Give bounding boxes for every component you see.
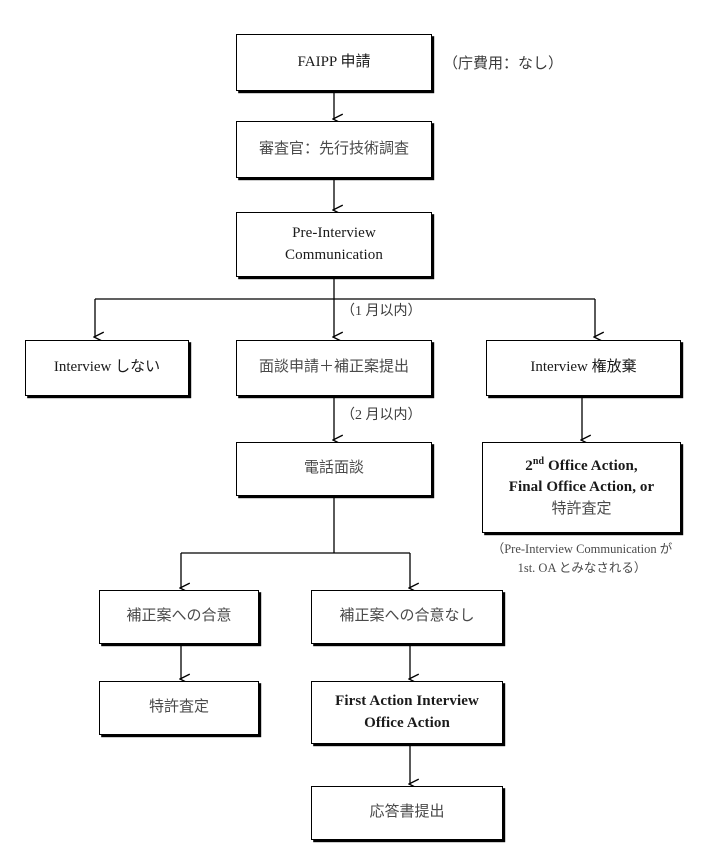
node-examiner-prior-art-search[interactable]: 審査官：先行技術調査 (236, 121, 432, 178)
node-no-interview-line-1: Interview しない (53, 359, 161, 376)
annotation-second-oa-note: （Pre-Interview Communication が 1st. OA と… (470, 540, 694, 578)
annotation-government-fee: （庁費用：なし） (443, 56, 564, 72)
annotation-within-one-month: （1 月以内） (341, 304, 422, 319)
annotation-second-oa-note-line-2: 1st. OA とみなされる） (517, 560, 647, 575)
node-pre-interview-communication[interactable]: Pre-Interview Communication (236, 212, 432, 277)
node-pre-interview-communication-line-2: Communication (285, 246, 383, 263)
node-telephone-interview-line-1: 電話面談 (303, 460, 364, 477)
node-telephone-interview[interactable]: 電話面談 (236, 442, 432, 496)
node-waive-interview-right[interactable]: Interview 権放棄 (486, 340, 681, 396)
node-pre-interview-communication-line-1: Pre-Interview (292, 225, 376, 242)
node-amendment-agreed-line-1: 補正案への合意 (126, 608, 232, 625)
node-waive-interview-right-line-1: Interview 権放棄 (530, 359, 637, 376)
node-examiner-prior-art-search-line-1: 審査官：先行技術調査 (258, 140, 409, 157)
node-first-action-interview-office-action[interactable]: First Action Interview Office Action (311, 681, 503, 744)
node-amendment-not-agreed[interactable]: 補正案への合意なし (311, 590, 503, 644)
node-second-office-action[interactable]: 2nd Office Action, Final Office Action, … (482, 442, 681, 533)
node-first-action-interview-office-action-line-2: Office Action (364, 714, 450, 731)
node-amendment-agreed[interactable]: 補正案への合意 (99, 590, 259, 644)
node-no-interview[interactable]: Interview しない (25, 340, 189, 396)
node-faipp-application-line-1: FAIPP 申請 (297, 53, 371, 70)
annotation-second-oa-note-line-1: （Pre-Interview Communication が (491, 542, 673, 556)
node-interview-request-and-amendment-line-1: 面談申請＋補正案提出 (258, 359, 409, 376)
node-notice-of-allowance[interactable]: 特許査定 (99, 681, 259, 735)
node-response-submission-line-1: 応答書提出 (369, 804, 445, 821)
ordinal-suffix: nd (532, 456, 545, 468)
annotation-within-two-months: （2 月以内） (341, 408, 422, 423)
node-second-office-action-line-3: 特許査定 (551, 500, 612, 517)
node-second-office-action-line-1: 2nd Office Action, (525, 456, 638, 475)
node-first-action-interview-office-action-line-1: First Action Interview (335, 693, 479, 710)
node-amendment-not-agreed-line-1: 補正案への合意なし (339, 608, 475, 625)
node-interview-request-and-amendment[interactable]: 面談申請＋補正案提出 (236, 340, 432, 396)
node-faipp-application[interactable]: FAIPP 申請 (236, 34, 432, 91)
node-response-submission[interactable]: 応答書提出 (311, 786, 503, 840)
node-second-office-action-line-2: Final Office Action, or (508, 479, 655, 496)
node-notice-of-allowance-line-1: 特許査定 (148, 699, 209, 716)
